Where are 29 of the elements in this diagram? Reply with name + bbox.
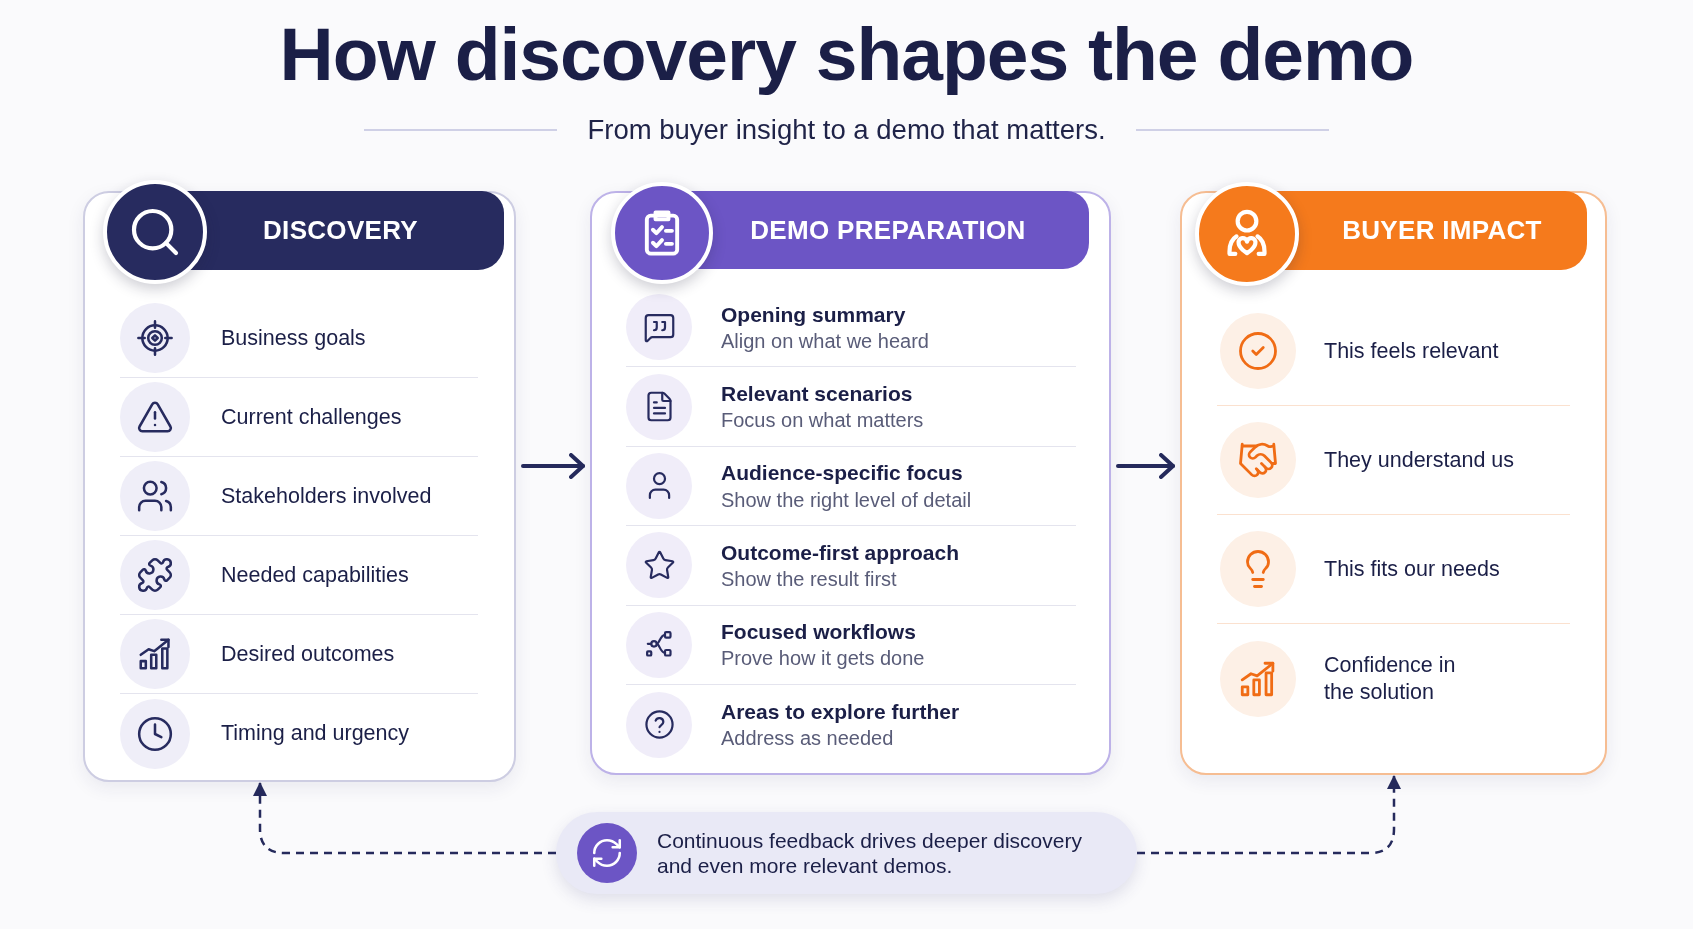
item-title: Relevant scenarios — [721, 381, 914, 407]
feedback-text: Continuous feedback drives deeper discovery and even more relevant demos. — [657, 827, 1083, 879]
item-title: Audience-specific focus — [721, 460, 964, 486]
item-title: Opening summary — [721, 301, 907, 327]
item-label: They understand us — [1324, 446, 1515, 474]
item-label: Business goals — [221, 324, 366, 352]
dashed-arrow — [253, 782, 556, 855]
item-label: Current challenges — [221, 403, 402, 431]
item-description: Align on what we heard — [721, 328, 929, 353]
item-label: Needed capabilities — [221, 561, 409, 589]
item-description: Address as needed — [721, 726, 895, 751]
item-description: Show the right level of detail — [721, 487, 972, 512]
item-label: This feels relevant — [1324, 337, 1499, 365]
dashed-arrow — [1137, 775, 1401, 855]
item-label: Timing and urgency — [221, 720, 410, 747]
item-description: Show the result first — [721, 566, 898, 591]
item-label: This fits our needs — [1324, 555, 1500, 583]
subtitle: From buyer insight to a demo that matters. — [587, 113, 1106, 147]
item-description: Prove how it gets done — [721, 646, 925, 671]
item-label: Stakeholders involved — [221, 482, 432, 510]
item-label: Confidence in the solution — [1324, 651, 1457, 706]
item-title: Outcome-first approach — [721, 539, 960, 565]
item-title: Focused workflows — [721, 619, 917, 645]
item-description: Focus on what matters — [721, 408, 924, 433]
arrow — [1116, 453, 1175, 479]
item-label: Desired outcomes — [221, 640, 395, 668]
item-title: Areas to explore further — [721, 699, 960, 725]
title: How discovery shapes the demo — [279, 13, 1414, 96]
arrow — [521, 453, 585, 479]
